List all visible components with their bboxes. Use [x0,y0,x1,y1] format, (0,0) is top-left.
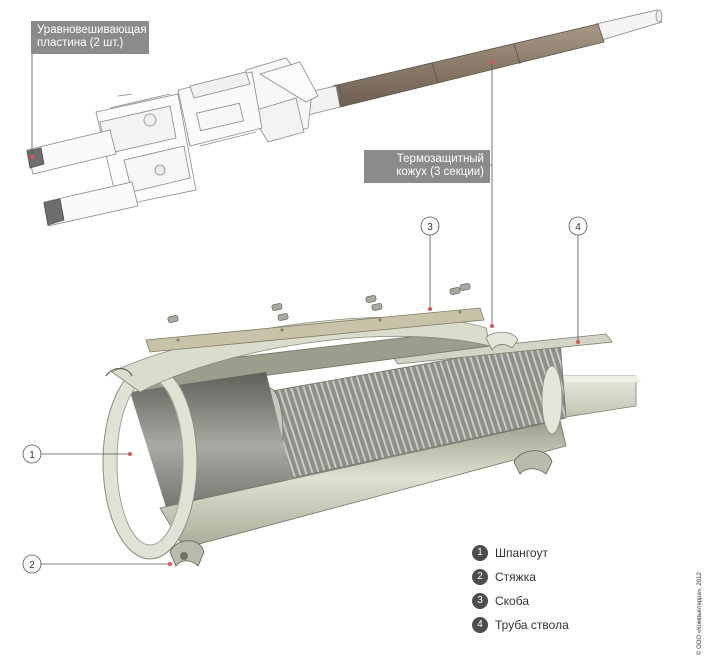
legend-label: Скоба [495,594,529,608]
legend-item: 1 Шпангоут [472,541,569,565]
legend-number-badge: 1 [472,545,488,561]
part-number-2: 2 [29,560,35,571]
part-number-markers: 1 2 3 4 [22,216,588,574]
legend-number-badge: 2 [472,569,488,585]
legend-number-badge: 3 [472,593,488,609]
copyright-text: © ООО «Компьютерра», 2012 [697,572,703,655]
balance-plate-upper [26,147,45,169]
legend-item: 4 Труба ствола [472,613,569,637]
legend-label: Труба ствола [495,618,569,632]
exploded-assembly [102,283,641,567]
legend-item: 2 Стяжка [472,565,569,589]
callout-thermal-jacket: Термозащитный кожух (3 секции) [364,150,490,183]
legend-label: Стяжка [495,570,536,584]
bolts [167,283,471,323]
legend-number-badge: 4 [472,617,488,633]
part-number-3: 3 [427,222,433,233]
bracket-strip [145,307,485,353]
legend: 1 Шпангоут 2 Стяжка 3 Скоба 4 Труба ство… [472,541,569,637]
balance-plate-lower [43,198,65,226]
thermal-jacket-section [332,23,605,108]
legend-item: 3 Скоба [472,589,569,613]
part-number-4: 4 [575,222,581,233]
part-number-1: 1 [29,450,35,461]
legend-label: Шпангоут [495,546,548,560]
callout-balance-plates: Уравновешивающая пластина (2 шт.) [31,21,149,54]
leader-dots [30,60,580,566]
gun-mount-drawing [26,9,663,227]
tie-clamp-rear [513,450,553,475]
leader-lines [31,46,579,565]
